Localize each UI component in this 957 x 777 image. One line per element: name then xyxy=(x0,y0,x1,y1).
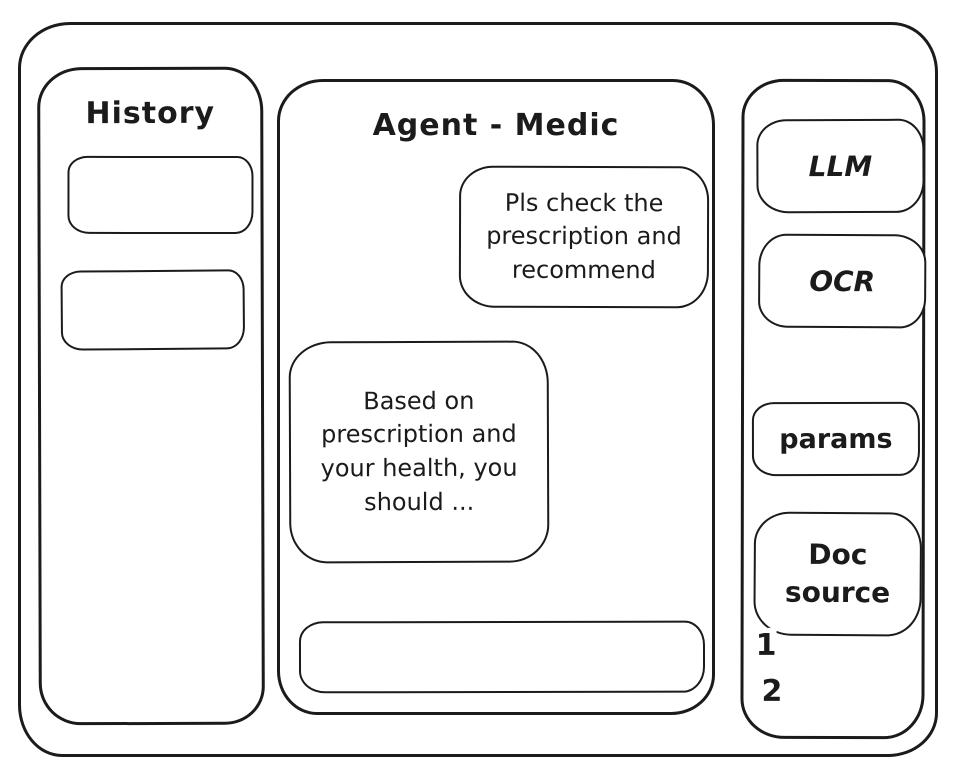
history-item[interactable] xyxy=(60,269,246,351)
assistant-message-bubble: Based on prescription and your health, y… xyxy=(288,340,550,564)
llm-button[interactable]: LLM xyxy=(756,118,925,214)
params-button[interactable]: params xyxy=(751,401,921,477)
chat-panel: Agent - Medic Pls check the prescription… xyxy=(277,79,715,715)
doc-source-item-1: 1 xyxy=(755,627,777,663)
message-input[interactable] xyxy=(298,620,706,694)
chat-title: Agent - Medic xyxy=(372,108,620,143)
assistant-message-text: Based on prescription and your health, y… xyxy=(320,386,518,516)
history-item[interactable] xyxy=(67,155,254,235)
history-panel: History xyxy=(37,66,265,726)
doc-source-item-2: 2 xyxy=(761,673,783,709)
user-message-text: Pls check the prescription and recommend xyxy=(486,188,682,284)
tools-panel: LLM OCR params Doc source 1 2 xyxy=(740,78,927,740)
history-title: History xyxy=(85,95,216,132)
app-frame: History Agent - Medic Pls check the pres… xyxy=(18,22,938,757)
ocr-button[interactable]: OCR xyxy=(757,233,927,329)
doc-source-button[interactable]: Doc source xyxy=(753,511,923,637)
user-message-bubble: Pls check the prescription and recommend xyxy=(458,165,710,309)
